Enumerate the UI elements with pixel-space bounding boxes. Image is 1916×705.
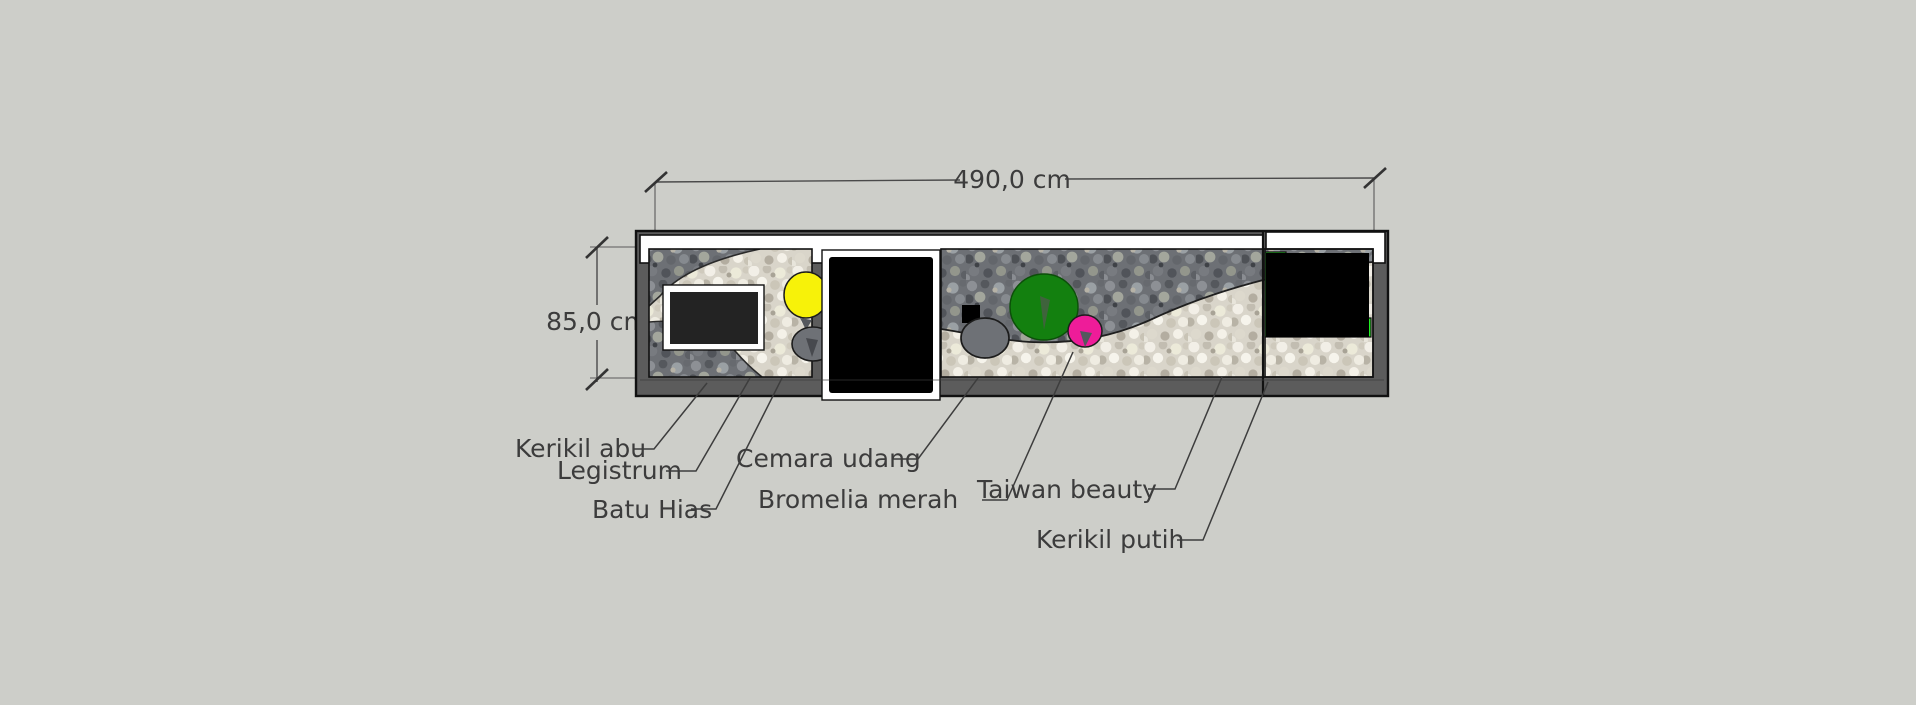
- label-kerikil-abu: Kerikil abu: [515, 434, 646, 463]
- label-kerikil-putih: Kerikil putih: [1036, 525, 1184, 554]
- width-dimension-label: 490,0 cm: [953, 165, 1071, 194]
- label-legistrum: Legistrum: [557, 456, 682, 485]
- left-dark-panel: [670, 292, 758, 344]
- decor-stone-right: [960, 317, 1010, 359]
- dimension-width: 490,0 cm: [644, 165, 1387, 245]
- label-taiwan-beauty: Taiwan beauty: [976, 475, 1157, 504]
- center-black-panel: [829, 257, 933, 393]
- annotation-labels: Kerikil abu Legistrum Batu Hias Cemara u…: [515, 434, 1184, 554]
- height-dimension-label: 85,0 cm: [546, 307, 648, 336]
- label-bromelia-merah: Bromelia merah: [758, 485, 958, 514]
- label-cemara-udang: Cemara udang: [736, 444, 921, 473]
- decor-square-small: [962, 305, 980, 323]
- right-black-panel: [1266, 253, 1369, 337]
- leader-lines: [633, 351, 1269, 541]
- label-batu-hias: Batu Hias: [592, 495, 712, 524]
- planter-assembly: [634, 229, 1390, 401]
